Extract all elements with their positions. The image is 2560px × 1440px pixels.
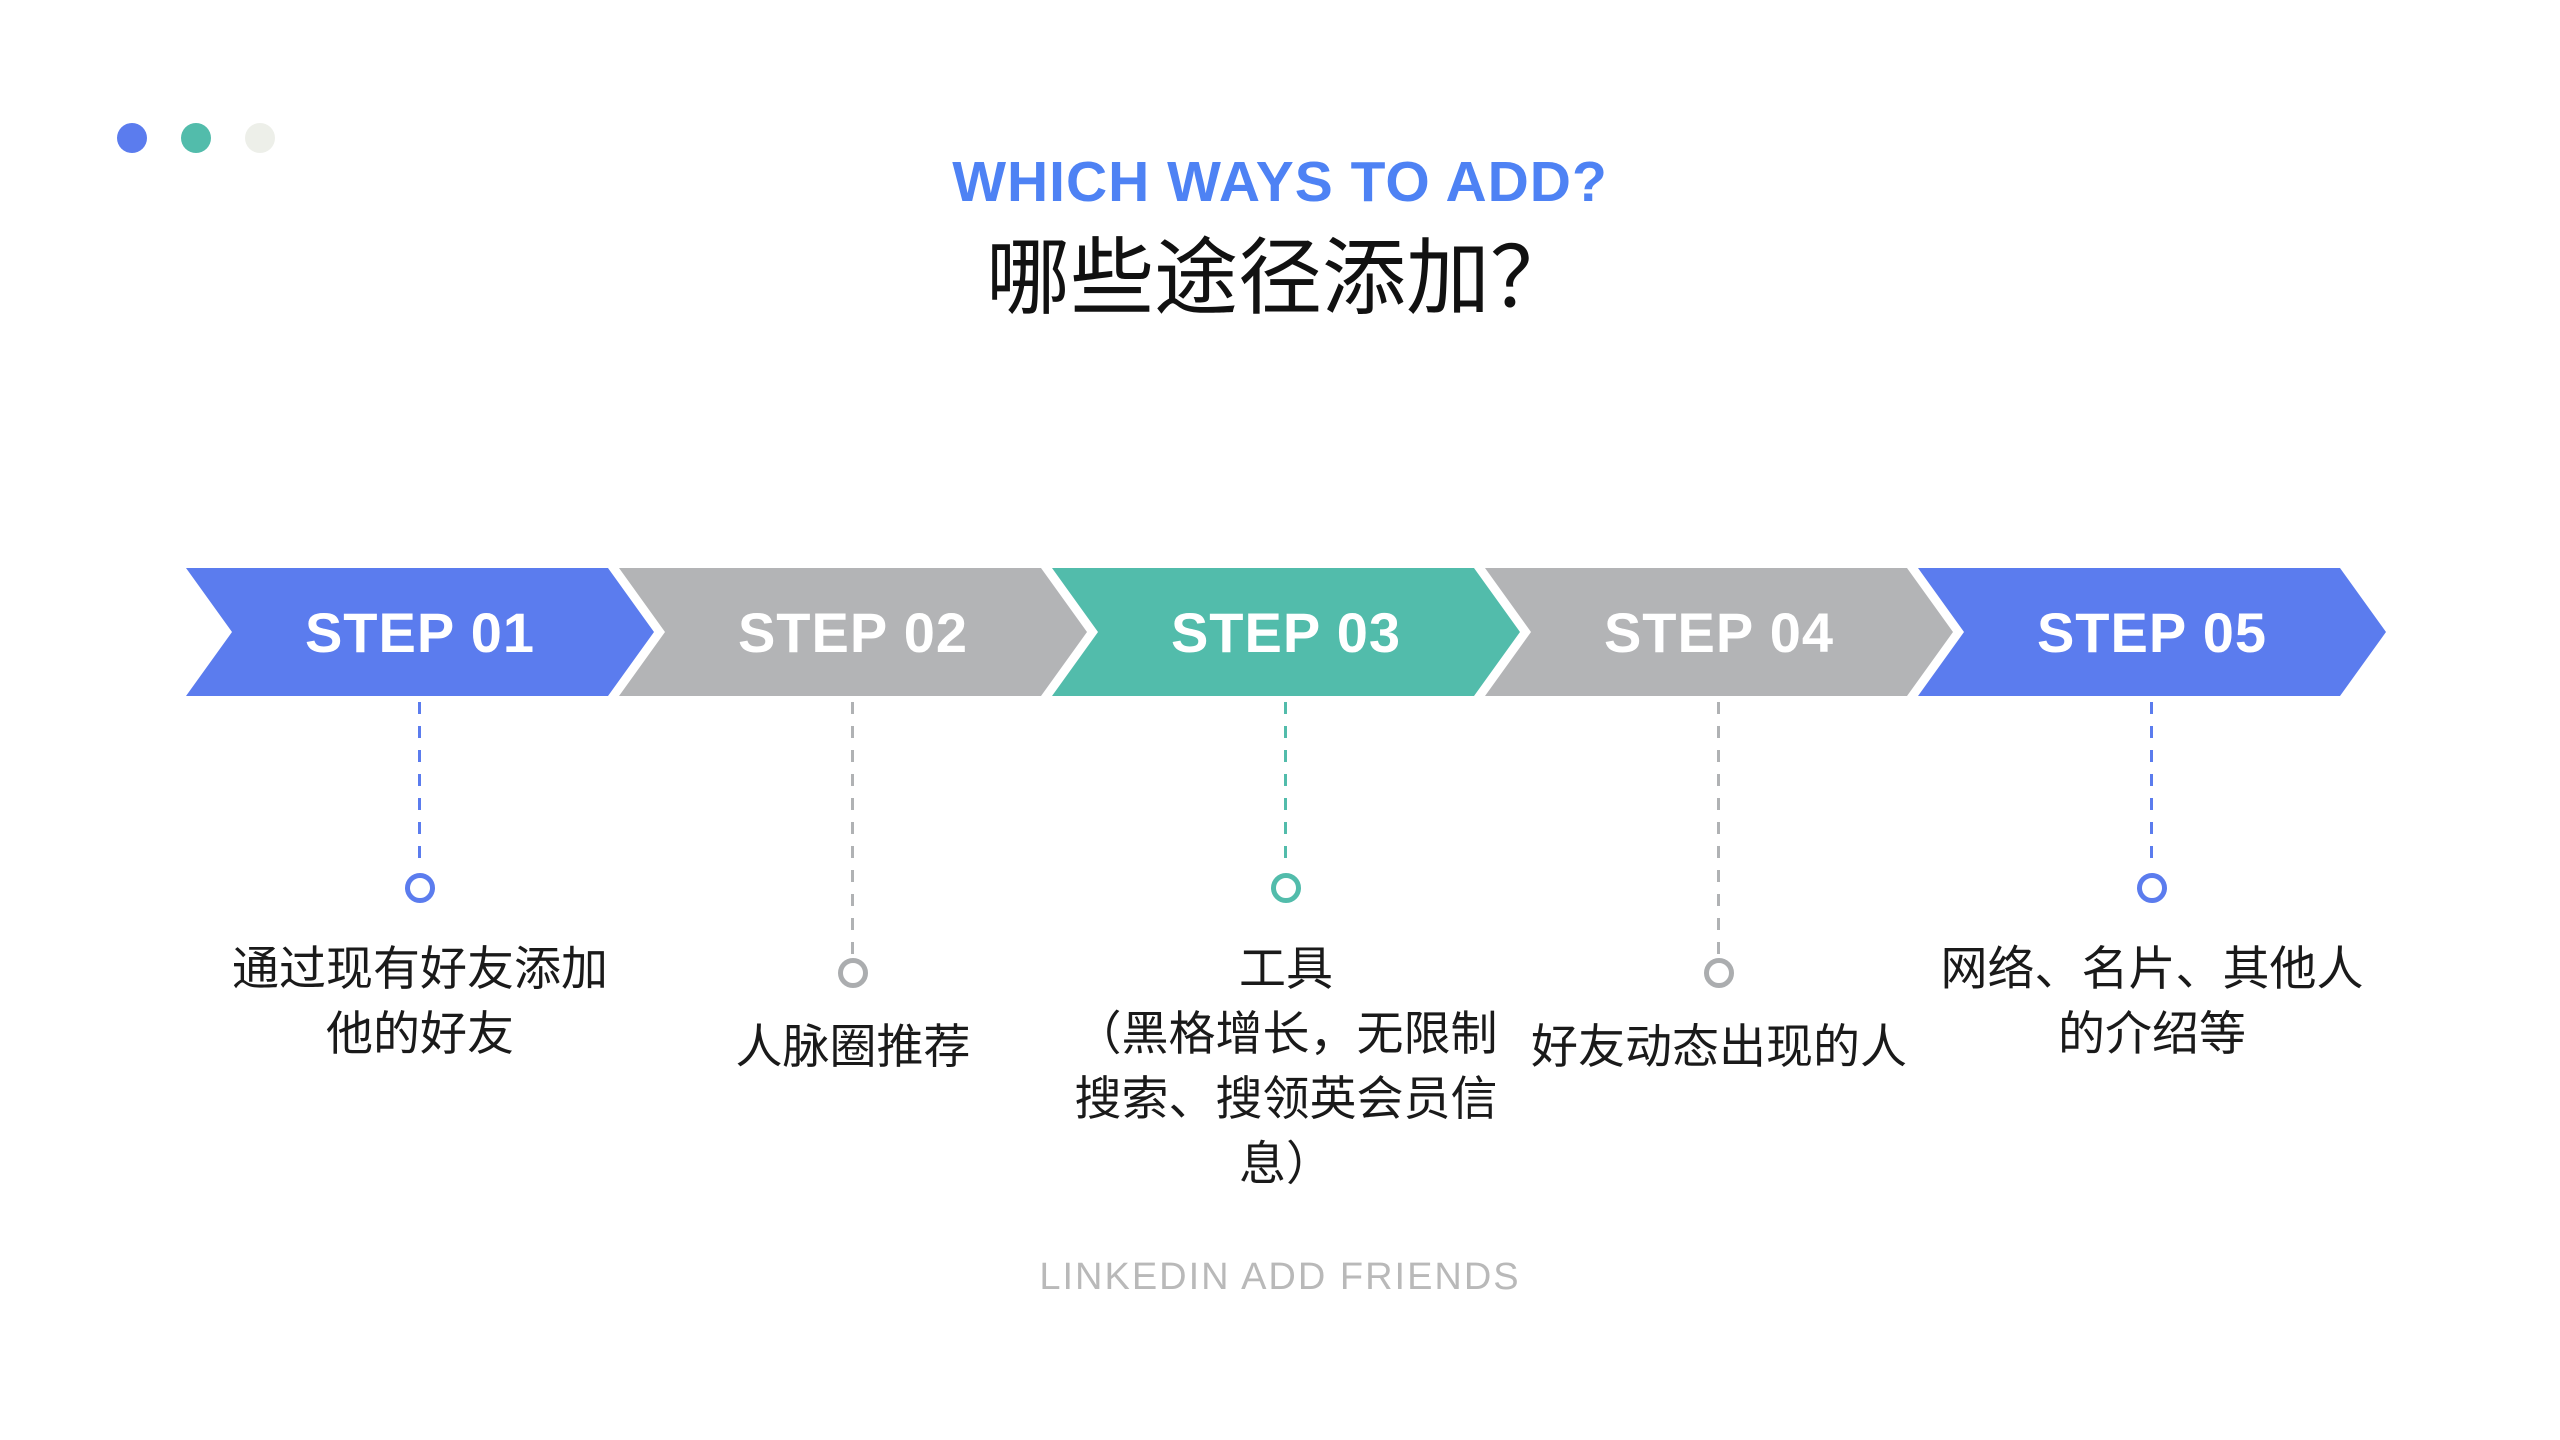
step-03-desc-line: 工具 bbox=[1239, 942, 1333, 995]
step-01-dashed-connector bbox=[418, 702, 421, 868]
step-02-chevron: STEP 02 bbox=[619, 568, 1087, 696]
step-02-description: 人脉圈推荐 bbox=[533, 1014, 1173, 1079]
step-02-dashed-connector bbox=[851, 702, 854, 954]
step-01-description: 通过现有好友添加 他的好友 bbox=[100, 936, 740, 1066]
step-04-desc-line: 好友动态出现的人 bbox=[1531, 1020, 1907, 1073]
slide-footer-text: LINKEDIN ADD FRIENDS bbox=[1039, 1256, 1521, 1298]
step-03-chevron: STEP 03 bbox=[1052, 568, 1520, 696]
decor-dot-teal-icon bbox=[181, 123, 211, 153]
step-01-desc-line: 他的好友 bbox=[326, 1007, 514, 1060]
step-05-ring-marker bbox=[2137, 873, 2167, 903]
step-03-dashed-connector bbox=[1284, 702, 1287, 868]
step-03-desc-line: 搜索、搜领英会员信 bbox=[1074, 1072, 1498, 1125]
step-04-chevron: STEP 04 bbox=[1485, 568, 1953, 696]
step-05-desc-line: 网络、名片、其他人 bbox=[1940, 942, 2364, 995]
decor-dot-light-icon bbox=[245, 123, 275, 153]
step-05-dashed-connector bbox=[2150, 702, 2153, 868]
step-03-ring-marker bbox=[1271, 873, 1301, 903]
step-01-ring-marker bbox=[405, 873, 435, 903]
step-03-desc-line: （黑格增长，无限制 bbox=[1074, 1007, 1498, 1060]
step-03-description: 工具 （黑格增长，无限制 搜索、搜领英会员信 息） bbox=[966, 936, 1606, 1196]
step-01-desc-line: 通过现有好友添加 bbox=[232, 942, 608, 995]
step-02-ring-marker bbox=[838, 958, 868, 988]
slide-title-chinese: 哪些途径添加？ bbox=[985, 231, 1574, 325]
step-04-ring-marker bbox=[1704, 958, 1734, 988]
step-02-desc-line: 人脉圈推荐 bbox=[735, 1020, 971, 1073]
slide-title-english: WHICH WAYS TO ADD? bbox=[952, 150, 1608, 214]
step-05-description: 网络、名片、其他人 的介绍等 bbox=[1832, 936, 2472, 1066]
step-05-chevron: STEP 05 bbox=[1918, 568, 2386, 696]
step-05-desc-line: 的介绍等 bbox=[2058, 1007, 2246, 1060]
decor-dot-blue-icon bbox=[117, 123, 147, 153]
step-01-chevron: STEP 01 bbox=[186, 568, 654, 696]
step-04-dashed-connector bbox=[1717, 702, 1720, 954]
step-04-description: 好友动态出现的人 bbox=[1399, 1014, 2039, 1079]
step-03-desc-line: 息） bbox=[1239, 1137, 1333, 1190]
